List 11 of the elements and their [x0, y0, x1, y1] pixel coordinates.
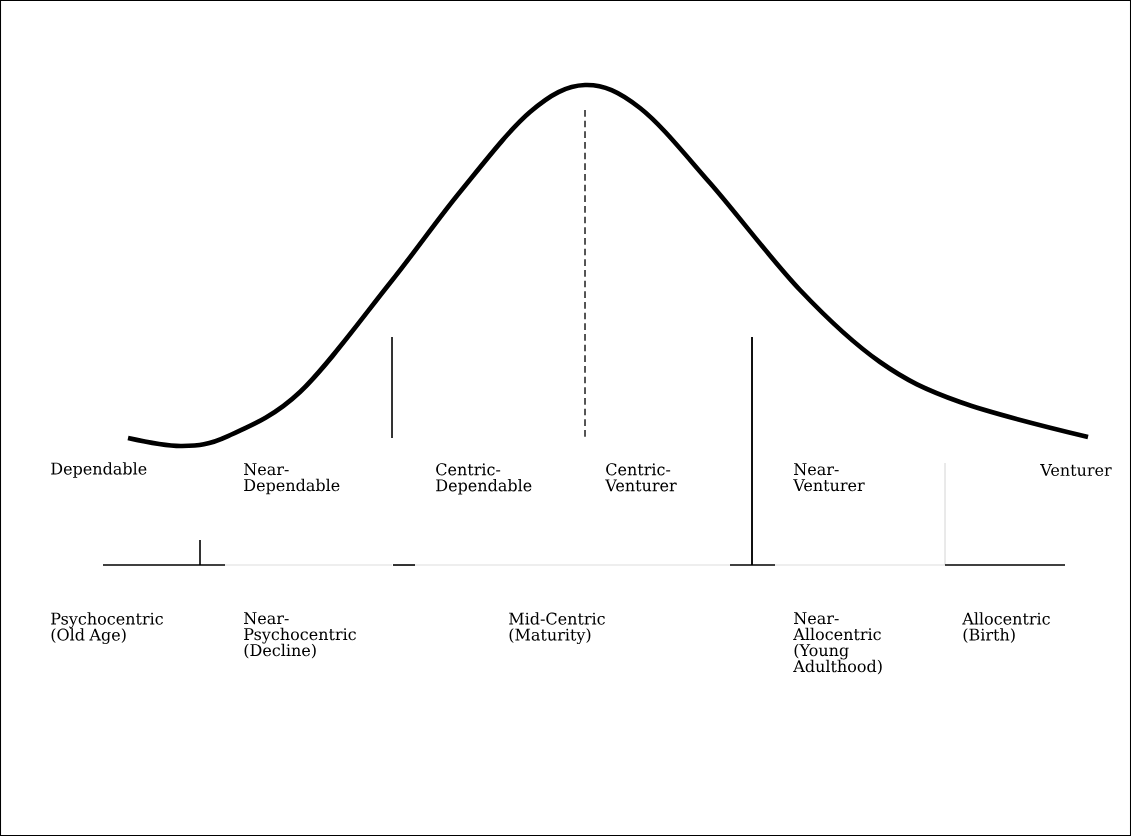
stage-label: Centric- Dependable [436, 463, 532, 495]
stage-label: Dependable [51, 462, 147, 478]
stage-label: Centric- Venturer [605, 463, 677, 492]
stage-label: Psychocentric (Old Age) [51, 612, 163, 644]
stage-label: Venturer [1040, 464, 1112, 476]
stage-label: Near- Psychocentric (Decline) [244, 612, 356, 659]
stage-label: Near- Dependable [244, 463, 340, 495]
stage-label: Mid-Centric (Maturity) [509, 612, 605, 644]
stage-label: Near- Venturer [793, 463, 865, 492]
stage-label: Allocentric (Birth) [962, 612, 1050, 643]
stage-label: Near- Allocentric (Young Adulthood) [793, 612, 882, 675]
